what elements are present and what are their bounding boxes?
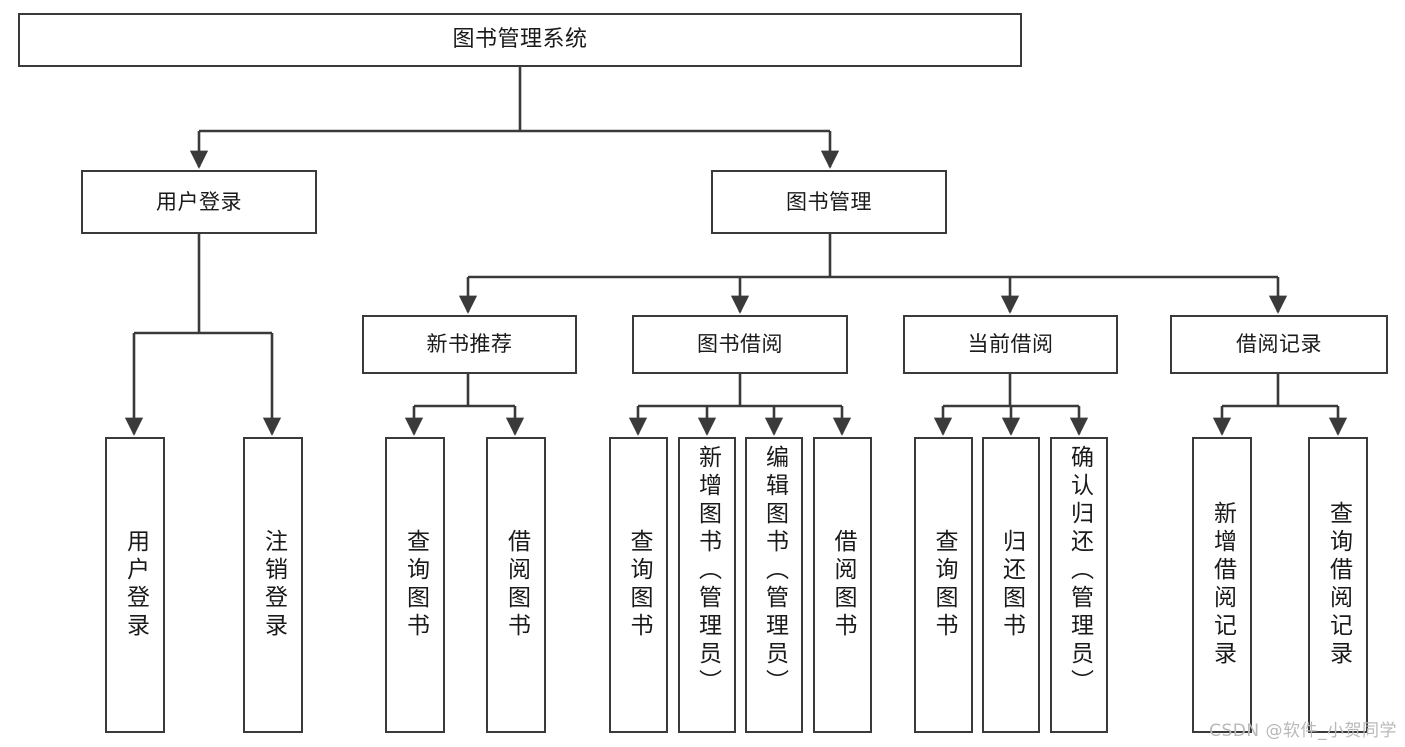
node-leaf-add-book-admin[interactable]: 新增图书（管理员） — [678, 437, 736, 733]
node-user-login[interactable]: 用户登录 — [81, 170, 317, 234]
node-label: 新增图书（管理员） — [694, 445, 721, 697]
node-label: 用户登录 — [156, 189, 242, 214]
node-leaf-query-book-borrow[interactable]: 查询图书 — [609, 437, 668, 733]
node-book-management[interactable]: 图书管理 — [711, 170, 947, 234]
node-label: 查询图书 — [626, 529, 652, 641]
node-leaf-query-book-current[interactable]: 查询图书 — [914, 437, 973, 733]
node-label: 图书借阅 — [697, 332, 783, 357]
node-leaf-confirm-return-admin[interactable]: 确认归还（管理员） — [1050, 437, 1108, 733]
node-leaf-borrow-book-recommend[interactable]: 借阅图书 — [486, 437, 546, 733]
node-label: 借阅图书 — [503, 529, 530, 641]
node-label: 当前借阅 — [967, 332, 1054, 357]
node-leaf-add-borrow-record[interactable]: 新增借阅记录 — [1192, 437, 1252, 733]
node-label: 编辑图书（管理员） — [761, 445, 788, 697]
node-leaf-edit-book-admin[interactable]: 编辑图书（管理员） — [745, 437, 803, 733]
node-label: 用户登录 — [122, 529, 149, 641]
node-label: 确认归还（管理员） — [1066, 445, 1093, 697]
node-leaf-query-book-recommend[interactable]: 查询图书 — [385, 437, 445, 733]
node-label: 图书管理系统 — [452, 27, 588, 53]
node-label: 借阅记录 — [1236, 332, 1322, 357]
node-leaf-return-book[interactable]: 归还图书 — [982, 437, 1040, 733]
node-leaf-logout-login[interactable]: 注销登录 — [243, 437, 303, 733]
node-book-borrow[interactable]: 图书借阅 — [632, 315, 848, 374]
node-label: 查询图书 — [931, 529, 957, 641]
node-current-borrow[interactable]: 当前借阅 — [903, 315, 1118, 374]
node-root-book-management-system[interactable]: 图书管理系统 — [18, 13, 1022, 67]
node-new-book-recommend[interactable]: 新书推荐 — [362, 315, 577, 374]
node-label: 注销登录 — [260, 529, 287, 641]
node-borrow-record[interactable]: 借阅记录 — [1170, 315, 1388, 374]
csdn-watermark: CSDN @软件_小贺同学 — [1209, 721, 1397, 741]
node-label: 新书推荐 — [426, 332, 513, 357]
node-leaf-query-borrow-record[interactable]: 查询借阅记录 — [1308, 437, 1368, 733]
node-label: 新增借阅记录 — [1209, 501, 1236, 669]
node-label: 查询借阅记录 — [1325, 501, 1352, 669]
node-label: 借阅图书 — [830, 529, 856, 641]
node-label: 查询图书 — [402, 529, 429, 641]
node-leaf-user-login[interactable]: 用户登录 — [105, 437, 165, 733]
node-leaf-borrow-book-borrow[interactable]: 借阅图书 — [813, 437, 872, 733]
node-label: 归还图书 — [998, 529, 1025, 641]
node-label: 图书管理 — [786, 189, 872, 214]
